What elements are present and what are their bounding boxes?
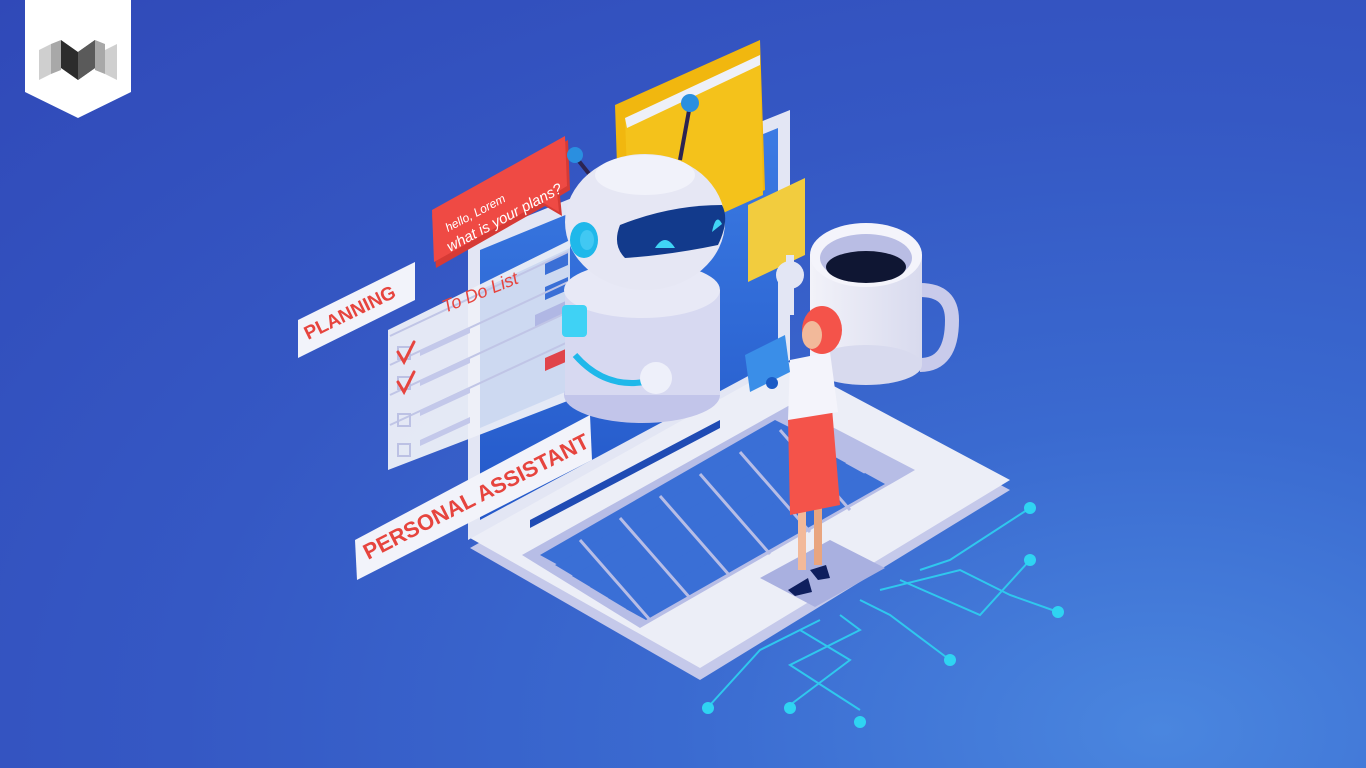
todo-list-panel: To Do List [388,240,570,470]
circuit-lines [709,507,1059,711]
checkmark-icon [396,340,416,366]
todo-checkbox [397,413,411,427]
robot-assistant [562,94,726,423]
circuit-nodes [702,502,1064,728]
checkmark-icon [396,370,416,396]
stacked-m-logo-icon [39,40,117,80]
tablet-icon [745,335,790,392]
woman-figure [745,306,842,596]
brand-logo-badge [25,0,131,118]
todo-checkbox [397,443,411,457]
coffee-mug-icon [810,223,960,385]
